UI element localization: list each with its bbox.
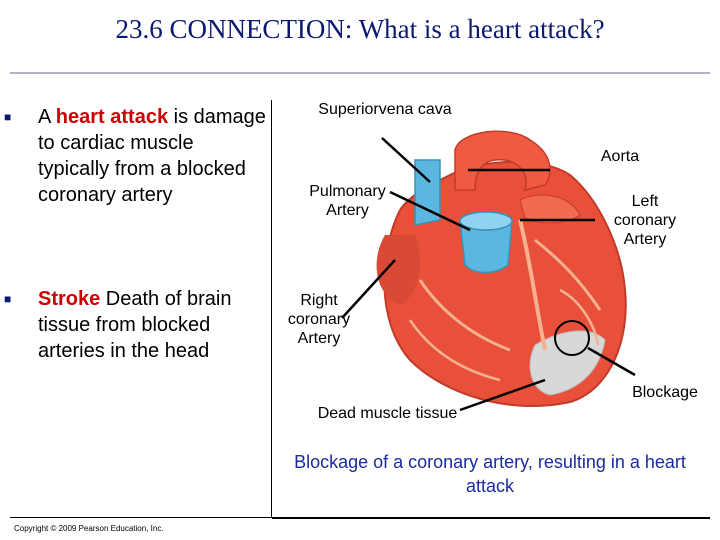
bullet-2-highlight: Stroke <box>38 288 101 310</box>
label-pulmonary-artery: Pulmonary Artery <box>309 183 386 219</box>
bullet-stroke: ■ Stroke Death of brain tissue from bloc… <box>4 286 268 364</box>
slide-title: 23.6 CONNECTION: What is a heart attack? <box>115 14 605 44</box>
coronary-vessel <box>534 238 602 311</box>
leader-line-right-coronary <box>341 259 396 319</box>
aorta <box>454 130 551 192</box>
leader-line-blockage <box>587 346 636 377</box>
label-superior-vena-cava: Superiorvena cava <box>318 101 452 118</box>
leader-line-dead-muscle <box>459 378 546 412</box>
coronary-vessel <box>408 319 501 382</box>
bullet-heart-attack: ■ A heart attack is damage to cardiac mu… <box>4 104 268 208</box>
pulmonary-artery-opening <box>459 211 513 231</box>
leader-line-pulmonary <box>389 190 471 232</box>
coronary-vessel <box>518 219 547 351</box>
figure-caption: Blockage of a coronary artery, resulting… <box>294 452 686 496</box>
square-bullet-icon: ■ <box>4 292 12 306</box>
copyright-notice: Copyright © 2009 Pearson Education, Inc. <box>14 524 164 533</box>
label-blockage: Blockage <box>632 384 698 401</box>
bullet-1-text: is damage to cardiac muscle typically fr… <box>38 106 266 206</box>
label-aorta: Aorta <box>600 148 640 165</box>
coronary-vessel <box>418 279 511 352</box>
leader-line-vena-cava <box>381 137 431 183</box>
left-atrium <box>519 194 581 224</box>
label-dead-muscle-tissue: Dead muscle tissue <box>317 405 458 422</box>
label-left-coronary-artery: Left coronary Artery <box>613 193 677 248</box>
bottom-divider <box>272 517 710 519</box>
blockage-marker <box>554 320 590 356</box>
label-right-coronary-artery: Right coronary Artery <box>287 292 351 347</box>
bullet-1-pre: A <box>38 106 56 128</box>
heart-illustration <box>341 130 636 412</box>
bullet-2-text: Death of brain tissue from blocked arter… <box>38 288 232 362</box>
bullet-1-highlight: heart attack <box>55 106 169 128</box>
right-atrium <box>376 235 420 305</box>
text-panel: ■ A heart attack is damage to cardiac mu… <box>4 100 272 533</box>
title-divider <box>10 72 710 74</box>
square-bullet-icon: ■ <box>4 110 12 124</box>
coronary-vessel <box>559 288 600 346</box>
